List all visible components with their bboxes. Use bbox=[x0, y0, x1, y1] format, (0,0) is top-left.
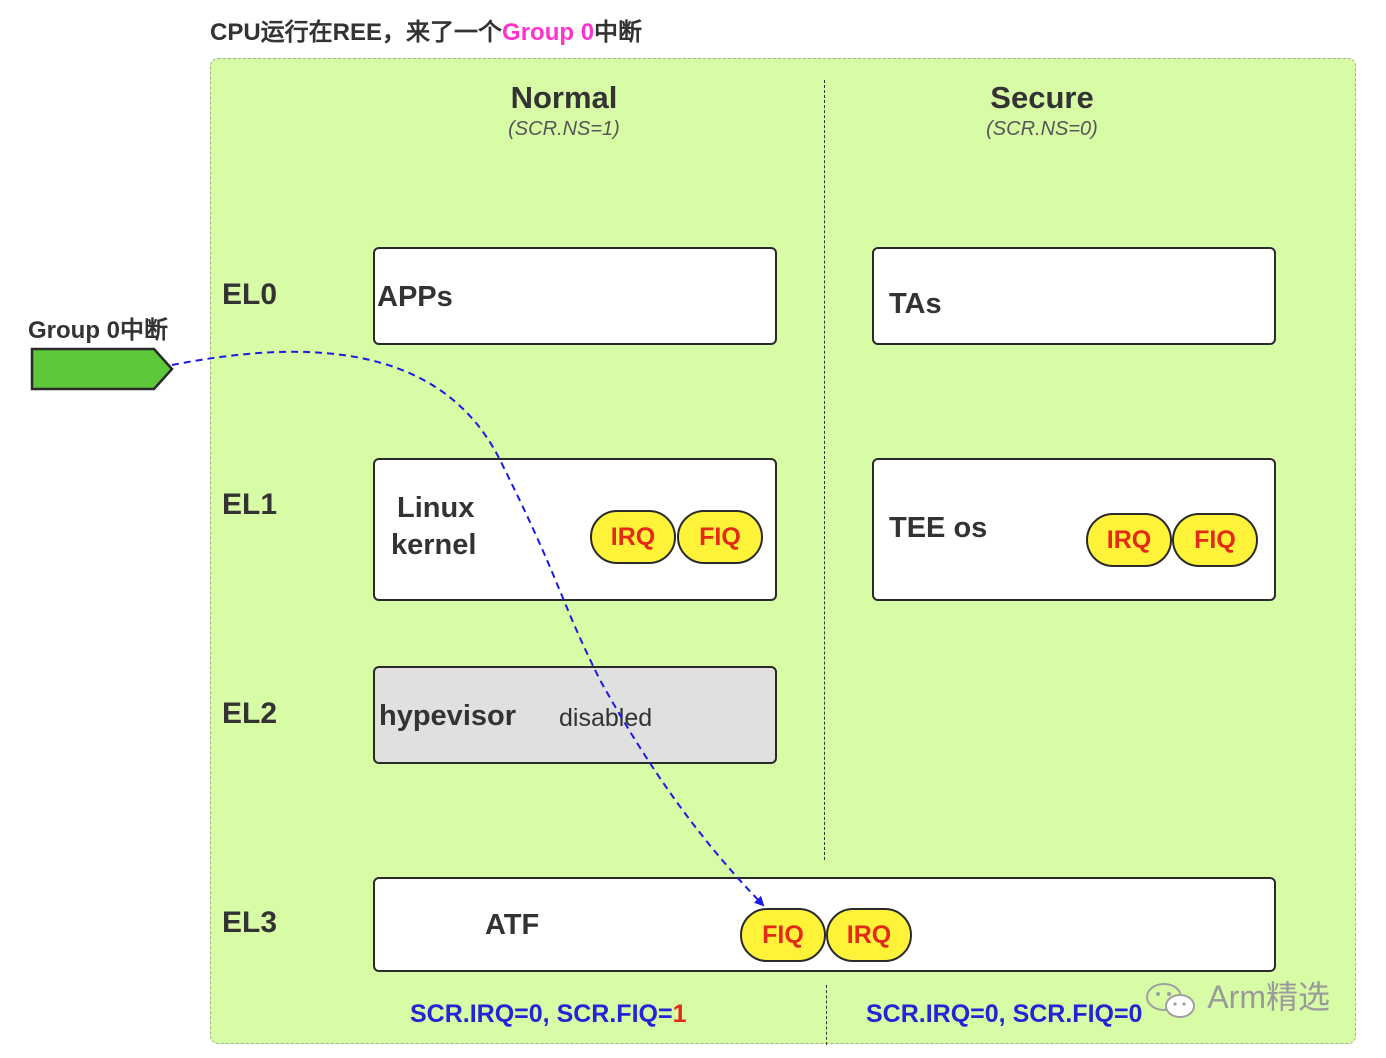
normal-scr-prefix: SCR.IRQ=0, SCR.FIQ= bbox=[410, 1000, 673, 1028]
linux-label-line1: Linux bbox=[397, 492, 475, 524]
interrupt-label: Group 0中断 bbox=[28, 317, 169, 344]
atf-label: ATF bbox=[485, 909, 540, 941]
tee-fiq-pill: FIQ bbox=[1172, 513, 1258, 567]
diagram-title: CPU运行在REE，来了一个Group 0中断 bbox=[210, 12, 642, 47]
el1-label: EL1 bbox=[222, 488, 278, 521]
tee-os-box: TEE os IRQ FIQ bbox=[872, 458, 1276, 601]
tee-os-label: TEE os bbox=[889, 512, 988, 544]
secure-world-title: Secure bbox=[990, 80, 1094, 115]
title-suffix: 中断 bbox=[594, 19, 643, 46]
normal-world-title: Normal bbox=[510, 80, 618, 115]
el3-label: EL3 bbox=[222, 906, 278, 939]
hypervisor-box: hypevisor disabled bbox=[373, 666, 777, 764]
linux-label-line2: kernel bbox=[391, 529, 477, 561]
secure-scr-setting: SCR.IRQ=0, SCR.FIQ=0 bbox=[866, 1000, 1143, 1028]
atf-box: ATF FIQ IRQ bbox=[373, 877, 1276, 972]
scr-divider bbox=[826, 985, 827, 1045]
tas-box: TAs bbox=[872, 247, 1276, 345]
normal-world-subtitle: (SCR.NS=1) bbox=[508, 118, 620, 140]
watermark-text: Arm精选 bbox=[1207, 979, 1330, 1015]
hypervisor-label: hypevisor bbox=[379, 700, 516, 732]
linux-kernel-box: Linux kernel IRQ FIQ bbox=[373, 458, 777, 601]
title-highlight: Group 0 bbox=[502, 19, 595, 46]
tee-irq-pill: IRQ bbox=[1086, 513, 1172, 567]
el0-label: EL0 bbox=[222, 278, 278, 311]
apps-label: APPs bbox=[377, 281, 453, 313]
atf-fiq-pill: FIQ bbox=[740, 908, 826, 962]
normal-scr-fiq-value: 1 bbox=[672, 1000, 687, 1028]
atf-irq-pill: IRQ bbox=[826, 908, 912, 962]
wechat-icon bbox=[1146, 982, 1196, 1018]
tas-label: TAs bbox=[889, 288, 942, 320]
linux-irq-pill: IRQ bbox=[590, 510, 676, 564]
linux-fiq-pill: FIQ bbox=[677, 510, 763, 564]
world-divider bbox=[824, 80, 825, 860]
watermark: Arm精选 bbox=[1144, 972, 1330, 1020]
apps-box: APPs bbox=[373, 247, 777, 345]
secure-world-subtitle: (SCR.NS=0) bbox=[986, 118, 1098, 140]
el2-label: EL2 bbox=[222, 697, 278, 730]
interrupt-tag-icon bbox=[30, 347, 174, 391]
title-prefix: CPU运行在REE，来了一个 bbox=[210, 19, 503, 46]
normal-scr-setting: SCR.IRQ=0, SCR.FIQ=1 bbox=[410, 1000, 686, 1029]
hypervisor-state: disabled bbox=[559, 704, 653, 732]
